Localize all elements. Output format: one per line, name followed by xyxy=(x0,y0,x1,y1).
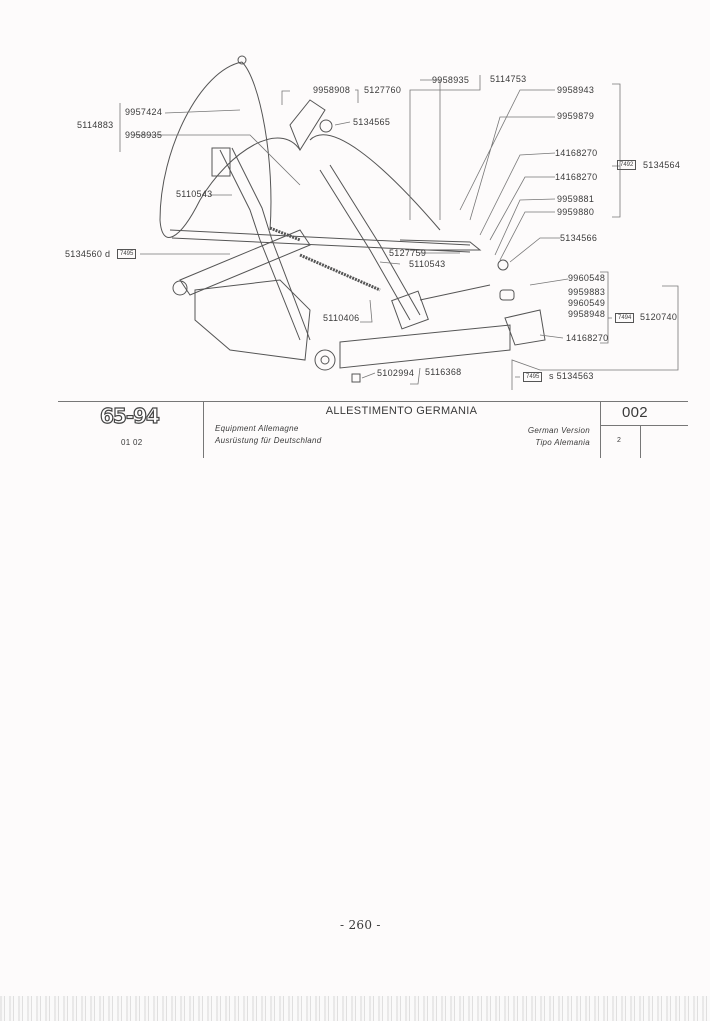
date: 01 02 xyxy=(121,438,143,447)
hook-bracket xyxy=(504,309,546,346)
part-label: 9957424 xyxy=(125,107,163,117)
lift-rod xyxy=(219,147,311,341)
part-label: 5134566 xyxy=(560,233,598,243)
part-label: 5110543 xyxy=(176,189,213,199)
divider xyxy=(640,425,641,458)
part-label: 5116368 xyxy=(425,367,462,377)
pin xyxy=(351,373,361,383)
cable-loop xyxy=(159,61,301,238)
reference-box: 7495 xyxy=(117,249,137,259)
part-label: 5134564 xyxy=(643,160,681,170)
part-label: 9958935 xyxy=(125,130,163,140)
part-label: 9959880 xyxy=(557,207,595,217)
bush xyxy=(319,119,333,133)
model-logo: 65-94 xyxy=(99,403,160,428)
part-label: 5114883 xyxy=(77,120,114,130)
reference-box: 7492 xyxy=(617,160,637,170)
housing xyxy=(194,279,311,361)
right-lift-rod xyxy=(319,164,421,321)
part-label: 9958943 xyxy=(557,85,595,95)
lift-rod-bracket xyxy=(211,147,231,177)
part-label: 5127759 xyxy=(389,248,427,258)
part-label: 5110543 xyxy=(409,259,446,269)
section-title: ALLESTIMENTO GERMANIA xyxy=(325,405,478,417)
plate xyxy=(289,99,326,152)
part-label: 14168270 xyxy=(566,333,609,343)
divider xyxy=(600,425,688,426)
reference-box: 7494 xyxy=(615,313,635,323)
spring xyxy=(299,253,381,292)
part-label: 9960549 xyxy=(568,298,606,308)
bushing xyxy=(314,349,336,371)
reference-box: 7495 xyxy=(523,372,543,382)
scan-edge xyxy=(0,996,710,1021)
part-label: 5102994 xyxy=(377,368,415,378)
title-es: Tipo Alemania xyxy=(535,438,590,447)
part-label: 9958908 xyxy=(313,85,351,95)
drawbar xyxy=(339,324,511,369)
title-fr: Equipment Allemagne xyxy=(215,424,299,433)
cable-right xyxy=(309,134,441,231)
part-label: 5134565 xyxy=(353,117,391,127)
part-label: 5110406 xyxy=(323,313,360,323)
part-label: 5114753 xyxy=(490,74,527,84)
cable-loop-2 xyxy=(241,61,272,231)
part-label: 14168270 xyxy=(555,148,598,158)
part-label: 5134560 d xyxy=(65,249,111,259)
cable-eye xyxy=(237,55,247,65)
block xyxy=(499,289,515,301)
divider xyxy=(58,401,688,402)
part-label: 9960548 xyxy=(568,273,606,283)
page-number: - 260 - xyxy=(340,918,381,932)
part-label: 5127760 xyxy=(364,85,402,95)
section-code: 002 xyxy=(622,404,648,421)
thread xyxy=(269,226,301,242)
divider xyxy=(203,401,204,458)
cap xyxy=(497,259,509,271)
part-label: 9959883 xyxy=(568,287,606,297)
part-label: 5120740 xyxy=(640,312,678,322)
part-label: 9959881 xyxy=(557,194,595,204)
ball-end xyxy=(172,280,188,296)
leader-lines xyxy=(119,75,679,390)
sheet-number: 2 xyxy=(617,437,622,444)
rod-right xyxy=(399,239,482,251)
part-label: s 5134563 xyxy=(549,371,594,381)
parts-diagram xyxy=(119,55,679,390)
divider xyxy=(600,401,601,458)
part-label: 14168270 xyxy=(555,172,598,182)
part-label: 9958935 xyxy=(432,75,470,85)
title-de: Ausrüstung für Deutschland xyxy=(215,436,322,445)
part-label: 9959879 xyxy=(557,111,595,121)
clevis xyxy=(391,290,429,330)
cable-end xyxy=(419,284,491,301)
title-en: German Version xyxy=(527,426,590,435)
part-label: 9958948 xyxy=(568,309,606,319)
